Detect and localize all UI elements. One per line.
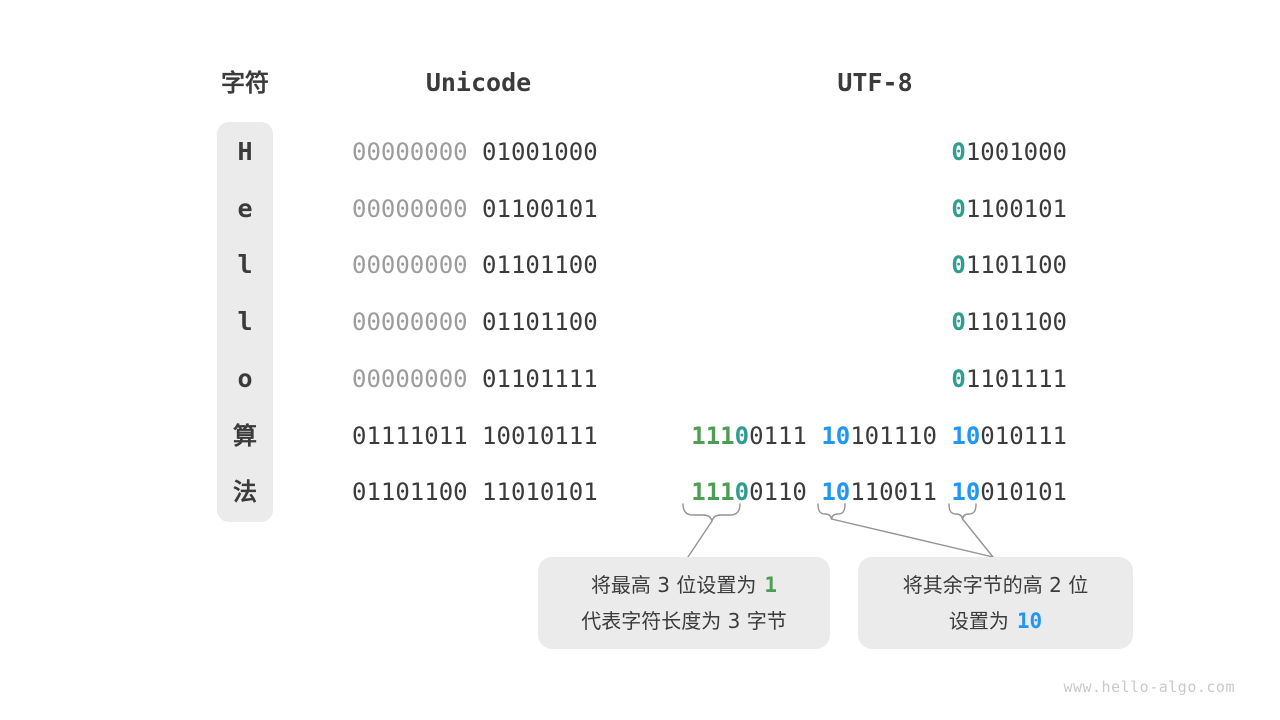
table-row: 法 01101100 11010101 11100110 10110011 1001… (0, 475, 1280, 509)
unicode-binary: 00000000 01100101 (352, 194, 598, 223)
unicode-binary: 01111011 10010111 (352, 421, 598, 450)
highlight-bits-10: 10 (1016, 609, 1043, 633)
char-cell: o (237, 363, 253, 393)
unicode-binary: 00000000 01101100 (352, 308, 598, 337)
utf8-binary: 11100110 10110011 10010101 (691, 478, 1067, 507)
column-header-utf8: UTF-8 (837, 68, 913, 97)
connector-line-right (961, 518, 994, 558)
connector-line-left (687, 520, 713, 558)
char-cell: 算 (233, 421, 257, 450)
table-row: 算 01111011 10010111 11100111 10101110 1001… (0, 419, 1280, 453)
char-cell: l (237, 307, 253, 337)
table-row: l 00000000 01101100 01101100 (0, 248, 1280, 282)
table-row: H 00000000 01001000 01001000 (0, 135, 1280, 169)
utf8-binary: 01101100 (951, 251, 1067, 280)
table-row: o 00000000 01101111 01101111 (0, 362, 1280, 396)
utf8-binary: 01101111 (951, 364, 1067, 393)
annotation-line: 代表字符长度为 3 字节 (581, 609, 787, 633)
table-row: l 00000000 01101100 01101100 (0, 305, 1280, 339)
char-cell: H (237, 137, 253, 166)
unicode-binary: 01101100 11010101 (352, 478, 598, 507)
char-cell: l (237, 250, 253, 280)
table-row: e 00000000 01100101 01100101 (0, 192, 1280, 226)
watermark: www.hello-algo.com (1063, 678, 1235, 696)
unicode-binary: 00000000 01001000 (352, 138, 598, 166)
utf8-binary: 01100101 (951, 194, 1067, 223)
highlight-bit-1: 1 (764, 573, 778, 597)
column-header-unicode: Unicode (425, 68, 532, 97)
annotation-line: 将其余字节的高 2 位 (902, 573, 1089, 597)
utf8-binary: 01101100 (951, 308, 1067, 337)
char-cell: e (237, 193, 253, 223)
char-cell: 法 (233, 478, 257, 507)
column-header-char: 字符 (221, 69, 269, 97)
connector-line-mid (830, 518, 994, 558)
utf8-binary: 11100111 10101110 10010111 (691, 421, 1067, 450)
unicode-binary: 00000000 01101111 (352, 364, 598, 393)
unicode-binary: 00000000 01101100 (352, 251, 598, 280)
utf8-binary: 01001000 (951, 138, 1067, 166)
char-column-background (217, 122, 273, 522)
